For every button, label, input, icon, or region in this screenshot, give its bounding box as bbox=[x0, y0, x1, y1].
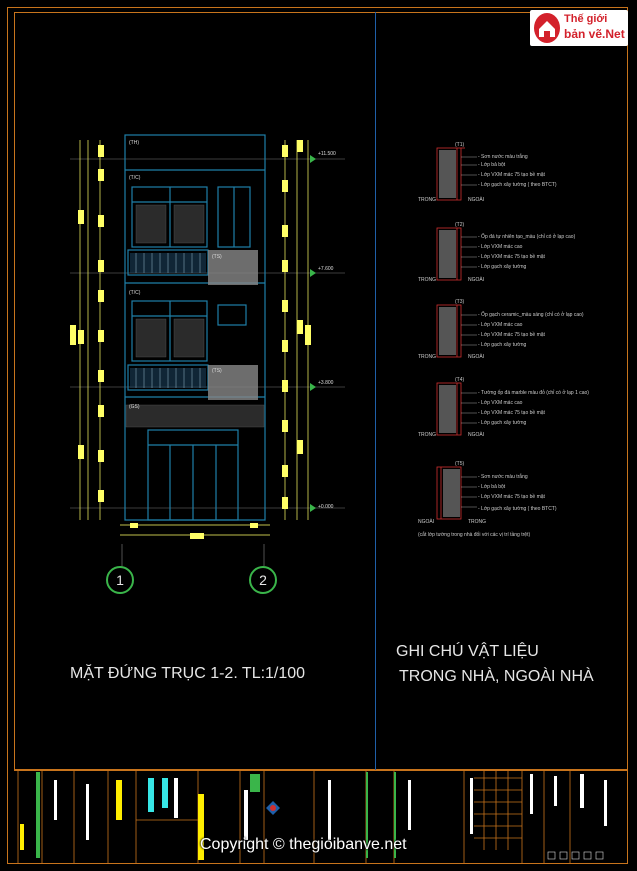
tag-ground: (GS) bbox=[129, 404, 140, 410]
level-roof: +11.500 bbox=[318, 151, 336, 157]
detail-4-line-1: - Tường ốp đá marble màu đỏ (chỉ có ở lạ… bbox=[478, 390, 589, 396]
detail-footnote: (cắt lớp tường trong nhà đối với các vị … bbox=[418, 532, 531, 538]
detail-left-3: TRONG bbox=[418, 354, 437, 360]
detail-5-line-4: - Lớp gạch xây tường ( theo BTCT) bbox=[478, 506, 557, 512]
detail-tag-3: (T3) bbox=[455, 299, 465, 305]
detail-tag-2: (T2) bbox=[455, 222, 465, 228]
site-logo[interactable]: Thế giới bản vẽ.Net bbox=[530, 10, 628, 46]
detail-4-line-3: - Lớp VXM mác 75 tạo bề mặt bbox=[478, 410, 545, 416]
detail-3-line-1: - Ốp gạch ceramic_màu sáng (chỉ có ở lạp… bbox=[478, 312, 584, 318]
detail-tag-1: (T1) bbox=[455, 142, 465, 148]
level-floor-3: +7.600 bbox=[318, 266, 334, 272]
detail-2-line-1: - Ốp đá tự nhiên tạo_màu (chỉ có ở lạp c… bbox=[478, 234, 576, 240]
level-ground: +0.000 bbox=[318, 504, 334, 510]
axis-lines bbox=[121, 544, 265, 566]
logo-text-1: Thế giới bbox=[564, 13, 608, 25]
detail-right-5: TRONG bbox=[468, 519, 487, 525]
detail-1-line-4: - Lớp gạch xây tường ( theo BTCT) bbox=[478, 182, 557, 188]
elevation-title: MẶT ĐỨNG TRỤC 1-2. TL:1/100 bbox=[70, 665, 306, 682]
detail-5-line-1: - Sơn nước màu trắng bbox=[478, 474, 528, 480]
detail-right-4: NGOÀI bbox=[468, 432, 485, 438]
detail-left-4: TRONG bbox=[418, 432, 437, 438]
drawing-area bbox=[14, 12, 628, 770]
detail-2-line-4: - Lớp gạch xây tường bbox=[478, 264, 527, 270]
detail-3-line-4: - Lớp gạch xây tường bbox=[478, 342, 527, 348]
detail-2-line-3: - Lớp VXM mác 75 tạo bề mặt bbox=[478, 254, 545, 260]
detail-right-2: NGOÀI bbox=[468, 277, 485, 283]
tag-roof: (TH) bbox=[129, 140, 139, 146]
detail-4-line-4: - Lớp gạch xây tường bbox=[478, 420, 527, 426]
tag-window-3: (T/C) bbox=[129, 175, 141, 181]
house-icon bbox=[534, 13, 560, 43]
detail-1-line-3: - Lớp VXM mác 75 tạo bề mặt bbox=[478, 172, 545, 178]
detail-4-line-2: - Lớp VXM mác cao bbox=[478, 400, 523, 406]
detail-5-line-2: - Lớp bả bột bbox=[478, 484, 506, 490]
detail-tag-5: (T5) bbox=[455, 461, 465, 467]
material-details-drawing bbox=[436, 147, 477, 520]
detail-right-1: NGOÀI bbox=[468, 197, 485, 203]
sheet-divider bbox=[375, 12, 376, 770]
detail-tag-4: (T4) bbox=[455, 377, 465, 383]
level-floor-2: +3.800 bbox=[318, 380, 334, 386]
detail-3-line-3: - Lớp VXM mác 75 tạo bề mặt bbox=[478, 332, 545, 338]
tag-balcony-3: (TS) bbox=[212, 254, 222, 260]
detail-left-1: TRONG bbox=[418, 197, 437, 203]
detail-1-line-1: - Sơn nước màu trắng bbox=[478, 154, 528, 160]
detail-5-line-3: - Lớp VXM mác 75 tạo bề mặt bbox=[478, 494, 545, 500]
tag-window-2: (T/C) bbox=[129, 290, 141, 296]
copyright-watermark: Copyright © thegioibanve.net bbox=[200, 836, 407, 853]
detail-1-line-2: - Lớp bả bột bbox=[478, 162, 506, 168]
detail-right-3: NGOÀI bbox=[468, 354, 485, 360]
tag-balcony-2: (TS) bbox=[212, 368, 222, 374]
axis-marker-1: 1 bbox=[106, 566, 134, 594]
logo-text-2: bản vẽ.Net bbox=[564, 27, 625, 41]
materials-title-2: TRONG NHÀ, NGOÀI NHÀ bbox=[399, 668, 594, 685]
title-block-graphics bbox=[17, 770, 607, 864]
elevation-drawing bbox=[70, 134, 345, 539]
detail-3-line-2: - Lớp VXM mác cao bbox=[478, 322, 523, 328]
detail-left-2: TRONG bbox=[418, 277, 437, 283]
detail-left-5: NGOÀI bbox=[418, 519, 435, 525]
detail-2-line-2: - Lớp VXM mác cao bbox=[478, 244, 523, 250]
company-logo-icon bbox=[265, 800, 281, 816]
materials-title-1: GHI CHÚ VẬT LIỆU bbox=[396, 643, 539, 660]
title-block bbox=[14, 770, 628, 865]
axis-marker-2: 2 bbox=[249, 566, 277, 594]
